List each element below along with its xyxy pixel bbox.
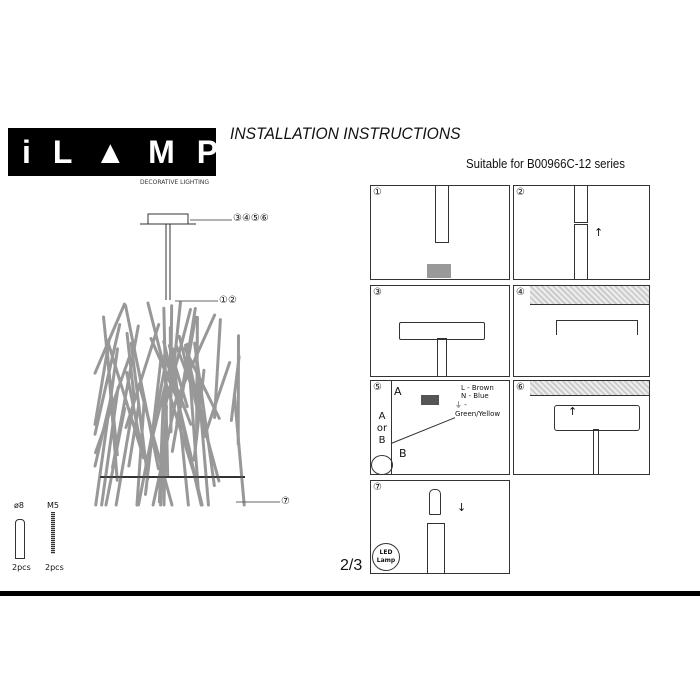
wire-l-label: L - Brown: [461, 384, 494, 392]
chandelier-rod: [93, 323, 122, 436]
stem-tube-upper: [574, 186, 588, 223]
stem-tube: [437, 338, 447, 377]
led-lamp-badge: LED Lamp: [372, 543, 400, 571]
step-number: ①: [373, 187, 382, 198]
chandelier-rod: [125, 331, 136, 399]
step-number: ②: [516, 187, 525, 198]
step-number: ④: [516, 287, 525, 298]
callout-middle: ①②: [219, 295, 237, 306]
chandelier-rod: [124, 323, 161, 429]
ceiling: [530, 286, 649, 305]
step-number: ⑥: [516, 382, 525, 393]
divider: [391, 381, 392, 474]
page-subtitle: Suitable for B00966C-12 series: [466, 156, 625, 171]
page-number: 2/3: [340, 557, 363, 574]
chandelier-rod: [192, 368, 206, 462]
wire-n-label: N - Blue: [461, 392, 489, 400]
chandelier-rod: [93, 337, 111, 426]
step-1-panel: ①: [370, 185, 510, 280]
step-4-panel: ④: [513, 285, 650, 377]
stem-tube: [435, 186, 449, 243]
lamp-socket: [427, 523, 445, 574]
anchor-qty: 2pcs: [12, 563, 31, 572]
step-number: ⑦: [373, 482, 382, 493]
led-bulb-icon: [429, 489, 441, 515]
chandelier-rod: [94, 356, 131, 455]
chandelier-rod: [194, 353, 210, 507]
chandelier-rod: [129, 341, 150, 481]
arrow-up-icon: ↑: [594, 226, 604, 239]
chandelier-rod: [100, 385, 120, 507]
chandelier-rod: [168, 326, 173, 434]
canopy: [399, 322, 485, 340]
chandelier-rod: [135, 398, 146, 507]
ceiling: [530, 381, 649, 396]
a-or-b-label: A or B: [376, 411, 388, 446]
logo-tagline: DECORATIVE LIGHTING: [140, 179, 209, 186]
step-5-panel: ⑤ A A or B B L - Brown N - Blue ⏚ - Gree…: [370, 380, 510, 475]
wall-anchor-icon: [15, 519, 25, 559]
screw-label: M5: [47, 501, 59, 510]
chandelier-rod: [102, 315, 119, 457]
step-6-panel: ⑥ ↑: [513, 380, 650, 475]
step-number: ⑤: [373, 382, 382, 393]
chandelier-rod: [94, 347, 120, 507]
terminal-block: [421, 395, 439, 405]
step-number: ③: [373, 287, 382, 298]
chandelier-rod: [193, 341, 216, 488]
canopy: [554, 405, 640, 431]
ilamp-logo: iL▲MP: [8, 128, 218, 176]
chandelier-rod: [136, 359, 168, 507]
diagonal-divider: [390, 416, 457, 444]
anchor-label: ø8: [14, 501, 24, 510]
chandelier-rod: [127, 403, 141, 468]
page-title: INSTALLATION INSTRUCTIONS: [230, 124, 461, 143]
callout-bottom: ⑦: [281, 496, 290, 507]
option-a-label: A: [394, 385, 402, 398]
stem-tube: [593, 429, 599, 475]
chandelier-rod: [170, 315, 198, 453]
footer-bar: [0, 591, 700, 596]
option-b-label: B: [399, 447, 407, 460]
chandelier-rod: [185, 342, 200, 490]
stem-tube-lower: [574, 224, 588, 279]
chandelier-diagram: [93, 213, 280, 507]
callout-top: ③④⑤⑥: [233, 213, 269, 224]
arrow-up-icon: ↑: [568, 405, 578, 418]
step-2-panel: ② ↑: [513, 185, 650, 280]
canopy-block: [427, 264, 451, 278]
screw-qty: 2pcs: [45, 563, 64, 572]
step-7-panel: ⑦ ↓ LED Lamp: [370, 480, 510, 574]
wire-ground-label: ⏚ - Green/Yellow: [455, 400, 509, 418]
chandelier-rod: [177, 407, 204, 507]
arrow-down-icon: ↓: [457, 501, 467, 514]
chandelier-rod: [161, 307, 192, 416]
chandelier-rod: [171, 347, 190, 507]
screw-icon: [51, 512, 55, 554]
step-3-panel: ③: [370, 285, 510, 377]
chandelier-rod: [204, 361, 232, 434]
chandelier-rod: [106, 339, 144, 454]
chandelier-rod: [232, 393, 246, 507]
chandelier-rod: [162, 306, 170, 477]
screwdriver-icon: [371, 455, 393, 475]
mounting-bracket: [556, 320, 638, 335]
chandelier-rod: [229, 355, 241, 422]
